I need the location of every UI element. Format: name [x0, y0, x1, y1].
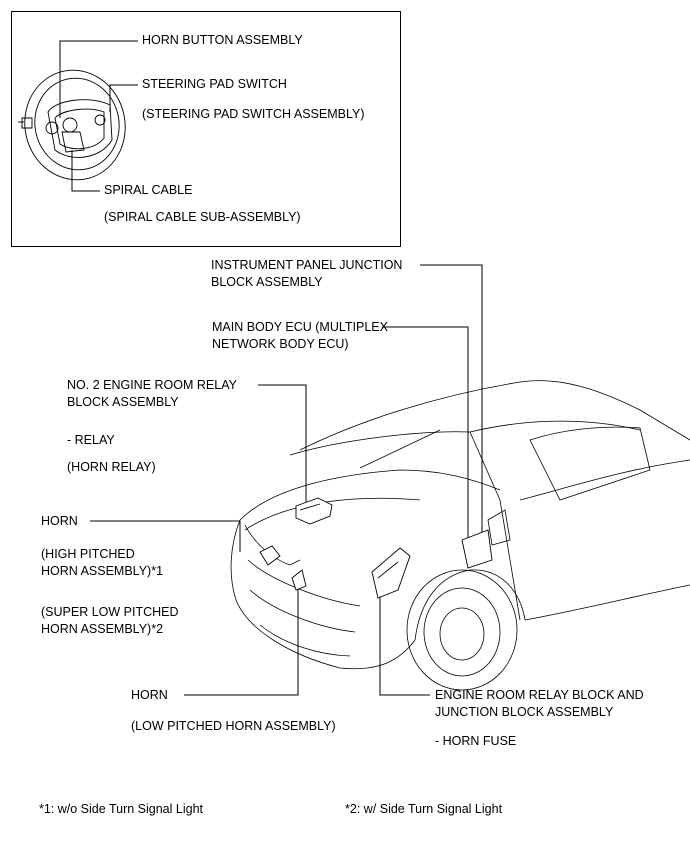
label-instrument-panel-jb-2: BLOCK ASSEMBLY [211, 275, 323, 289]
label-relay: - RELAY [67, 433, 115, 447]
horn-icon-center [291, 569, 307, 591]
label-steering-pad-switch-assembly: (STEERING PAD SWITCH ASSEMBLY) [142, 107, 365, 121]
label-instrument-panel-jb-1: INSTRUMENT PANEL JUNCTION [211, 258, 403, 272]
label-super-low-1: (SUPER LOW PITCHED [41, 605, 179, 619]
car-illustration [230, 380, 690, 691]
label-horn-2: HORN [131, 688, 168, 702]
label-high-pitched-1: (HIGH PITCHED [41, 547, 135, 561]
relay-block-icon [295, 497, 333, 525]
label-super-low-2: HORN ASSEMBLY)*2 [41, 622, 164, 636]
junction-block-icon [371, 547, 411, 599]
horn-icon-left [259, 545, 281, 566]
label-spiral-cable: SPIRAL CABLE [104, 183, 193, 197]
label-engine-room-jb-2: JUNCTION BLOCK ASSEMBLY [435, 705, 614, 719]
ecu-icon [461, 529, 493, 569]
label-spiral-cable-sub-assembly: (SPIRAL CABLE SUB-ASSEMBLY) [104, 210, 301, 224]
label-no2-relay-block-2: BLOCK ASSEMBLY [67, 395, 179, 409]
steering-wheel-inset [11, 11, 401, 247]
label-horn-fuse: - HORN FUSE [435, 734, 517, 748]
label-no2-relay-block-1: NO. 2 ENGINE ROOM RELAY [67, 378, 237, 392]
footnote-2: *2: w/ Side Turn Signal Light [345, 802, 503, 816]
footnote-1: *1: w/o Side Turn Signal Light [39, 802, 203, 816]
label-main-body-ecu-2: NETWORK BODY ECU) [212, 337, 349, 351]
label-horn-relay: (HORN RELAY) [67, 460, 156, 474]
steering-wheel-illustration [18, 69, 126, 181]
label-high-pitched-2: HORN ASSEMBLY)*1 [41, 564, 164, 578]
label-engine-room-jb-1: ENGINE ROOM RELAY BLOCK AND [435, 688, 644, 702]
leader-lines [59, 40, 483, 696]
label-horn-button-assembly: HORN BUTTON ASSEMBLY [142, 33, 303, 47]
label-low-pitched-horn: (LOW PITCHED HORN ASSEMBLY) [131, 719, 336, 733]
label-horn-1: HORN [41, 514, 78, 528]
label-steering-pad-switch: STEERING PAD SWITCH [142, 77, 287, 91]
label-main-body-ecu-1: MAIN BODY ECU (MULTIPLEX [212, 320, 388, 334]
